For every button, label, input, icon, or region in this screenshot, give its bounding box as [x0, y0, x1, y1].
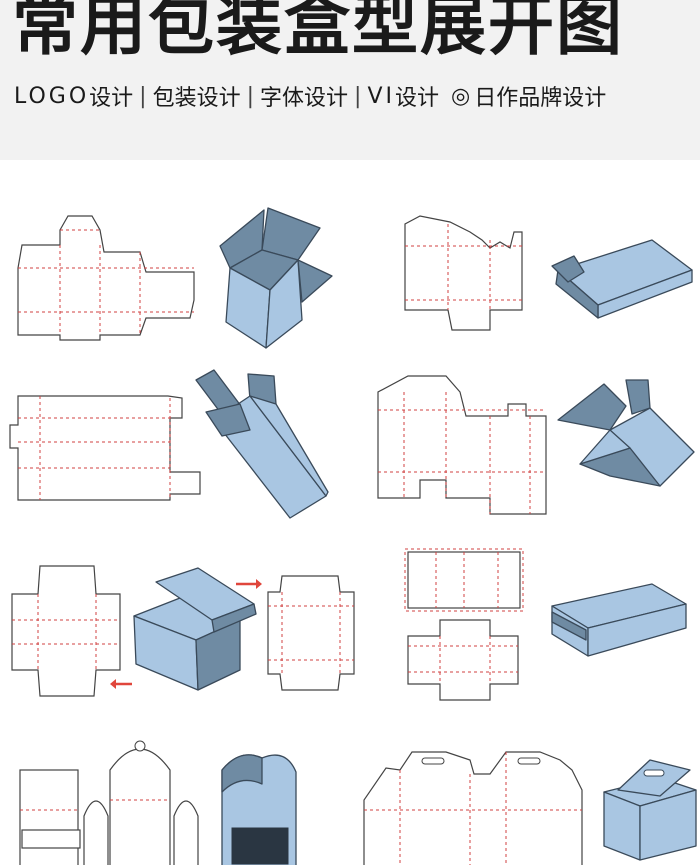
- box-illustrations: .cut { fill:#fff; stroke:#444; stroke-wi…: [9, 207, 697, 865]
- dieline-lid-box-top: [267, 575, 355, 691]
- tall-box-tilted: [195, 369, 329, 519]
- dieline-drawer-sleeve: [404, 548, 524, 612]
- dieline-window-box: [19, 740, 199, 865]
- dieline-sleeve-box: [404, 215, 523, 331]
- service-vi-zh: 设计: [395, 86, 440, 111]
- dieline-long-box: [9, 395, 201, 501]
- brand-circle-icon: ◎: [451, 83, 471, 109]
- separator: |: [354, 83, 362, 109]
- lid-box-3d: [133, 567, 257, 691]
- pillow-box-3d: [221, 754, 297, 865]
- arrow-icon: [110, 579, 262, 689]
- service-font: 字体设计: [260, 86, 349, 111]
- service-vi-en: VI: [367, 83, 396, 109]
- open-tilted-box: [557, 379, 695, 487]
- separator: |: [139, 83, 147, 109]
- dieline-carrier-box: [363, 751, 583, 865]
- carrier-box-3d: [603, 759, 697, 861]
- flat-sleeve-box: [551, 239, 693, 319]
- dieline-drawer-tray: [407, 619, 519, 701]
- dieline-tuck-box: [17, 215, 195, 341]
- dieline-lid-box-base: [11, 565, 121, 697]
- service-logo-zh: 设计: [89, 86, 134, 111]
- drawer-box-3d: [551, 583, 687, 657]
- separator: |: [246, 83, 255, 109]
- open-cube-box: [219, 207, 333, 349]
- brand-name: 日作品牌设计: [474, 86, 607, 111]
- page-title: 常用包装盒型展开图: [12, 0, 624, 64]
- dieline-mailer-box: [377, 375, 547, 515]
- service-packaging: 包装设计: [152, 86, 241, 111]
- service-logo-en: LOGO: [14, 83, 90, 109]
